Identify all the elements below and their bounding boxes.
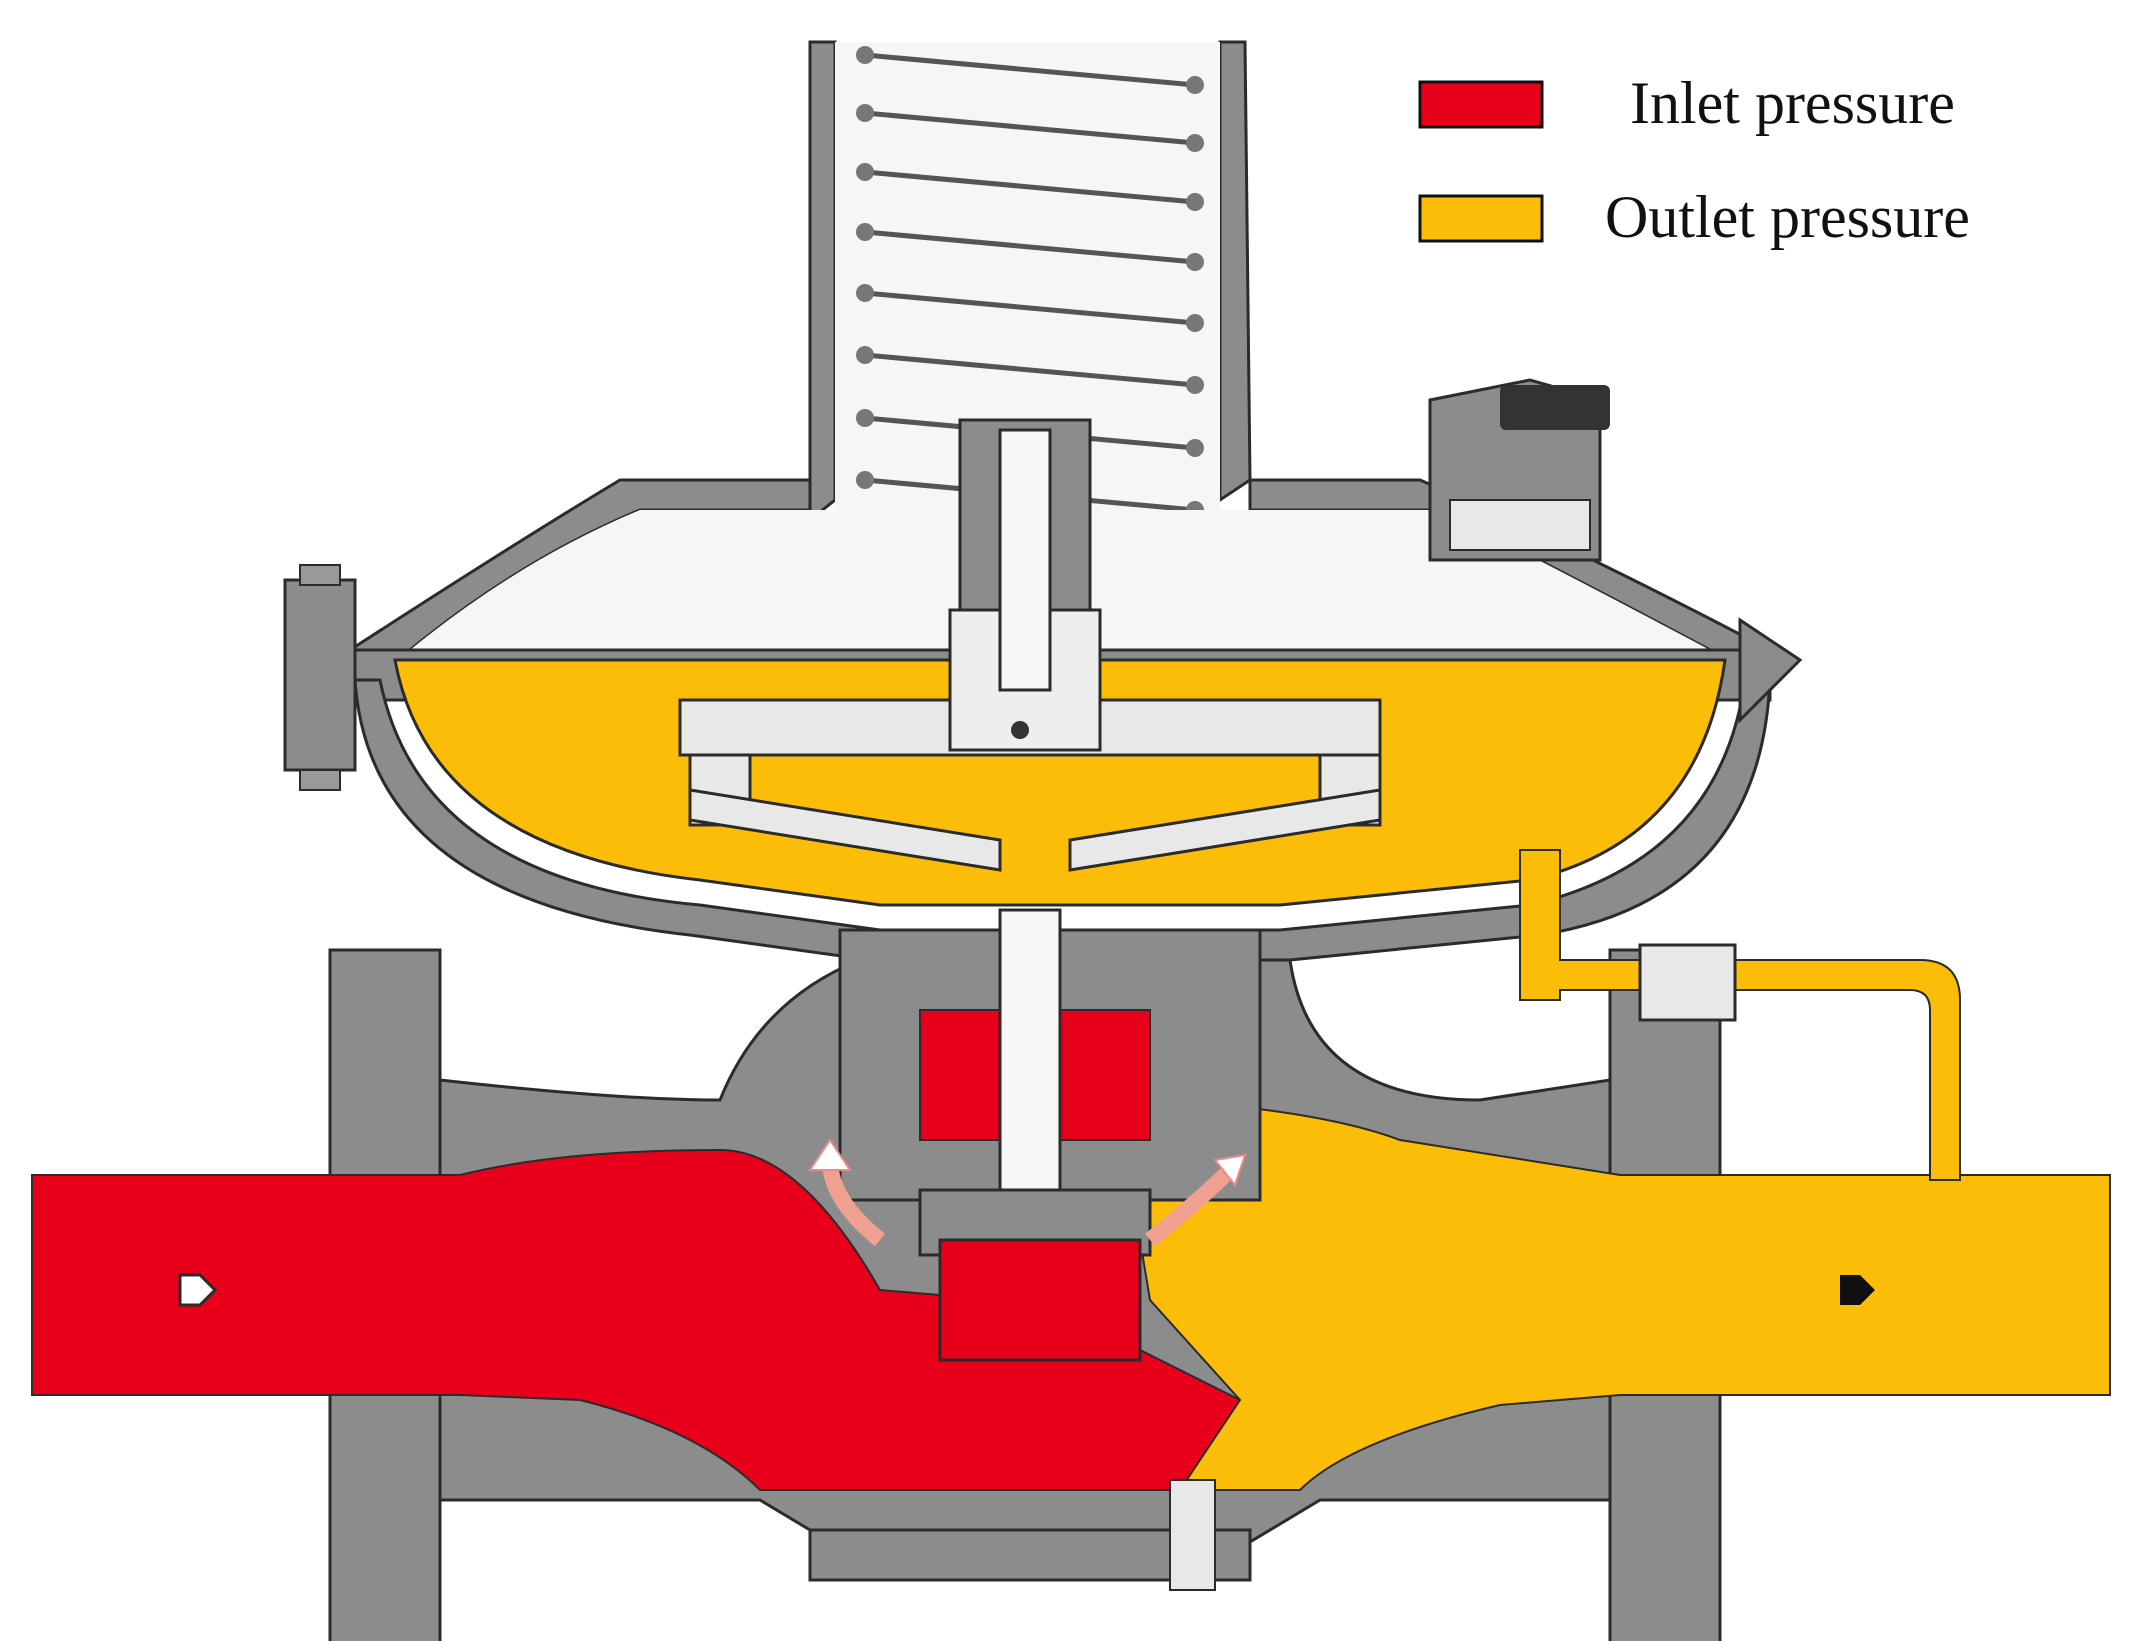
legend: Inlet pressure Outlet pressure [1418,70,1970,250]
outlet-flow-marker [1840,1275,1875,1305]
sense-line-fitting [1638,943,1737,1022]
legend-swatch-inlet [1418,80,1544,129]
legend-label-inlet: Inlet pressure [1630,70,1955,136]
inlet-flow [31,1148,1242,1491]
bottom-cover [808,1479,1252,1591]
inlet-flow-marker [178,1273,218,1307]
lever-assembly [678,608,1382,872]
relief-valve-cap [1428,378,1803,724]
flow-arrows [808,1138,1247,1247]
legend-swatch-outlet [1418,194,1544,243]
valve-plug-assembly [838,908,1262,1362]
upper-stem [958,418,1092,692]
legend-label-outlet: Outlet pressure [1605,184,1970,250]
housing-bolt-left [283,564,357,791]
sense-line [1519,849,1961,1181]
